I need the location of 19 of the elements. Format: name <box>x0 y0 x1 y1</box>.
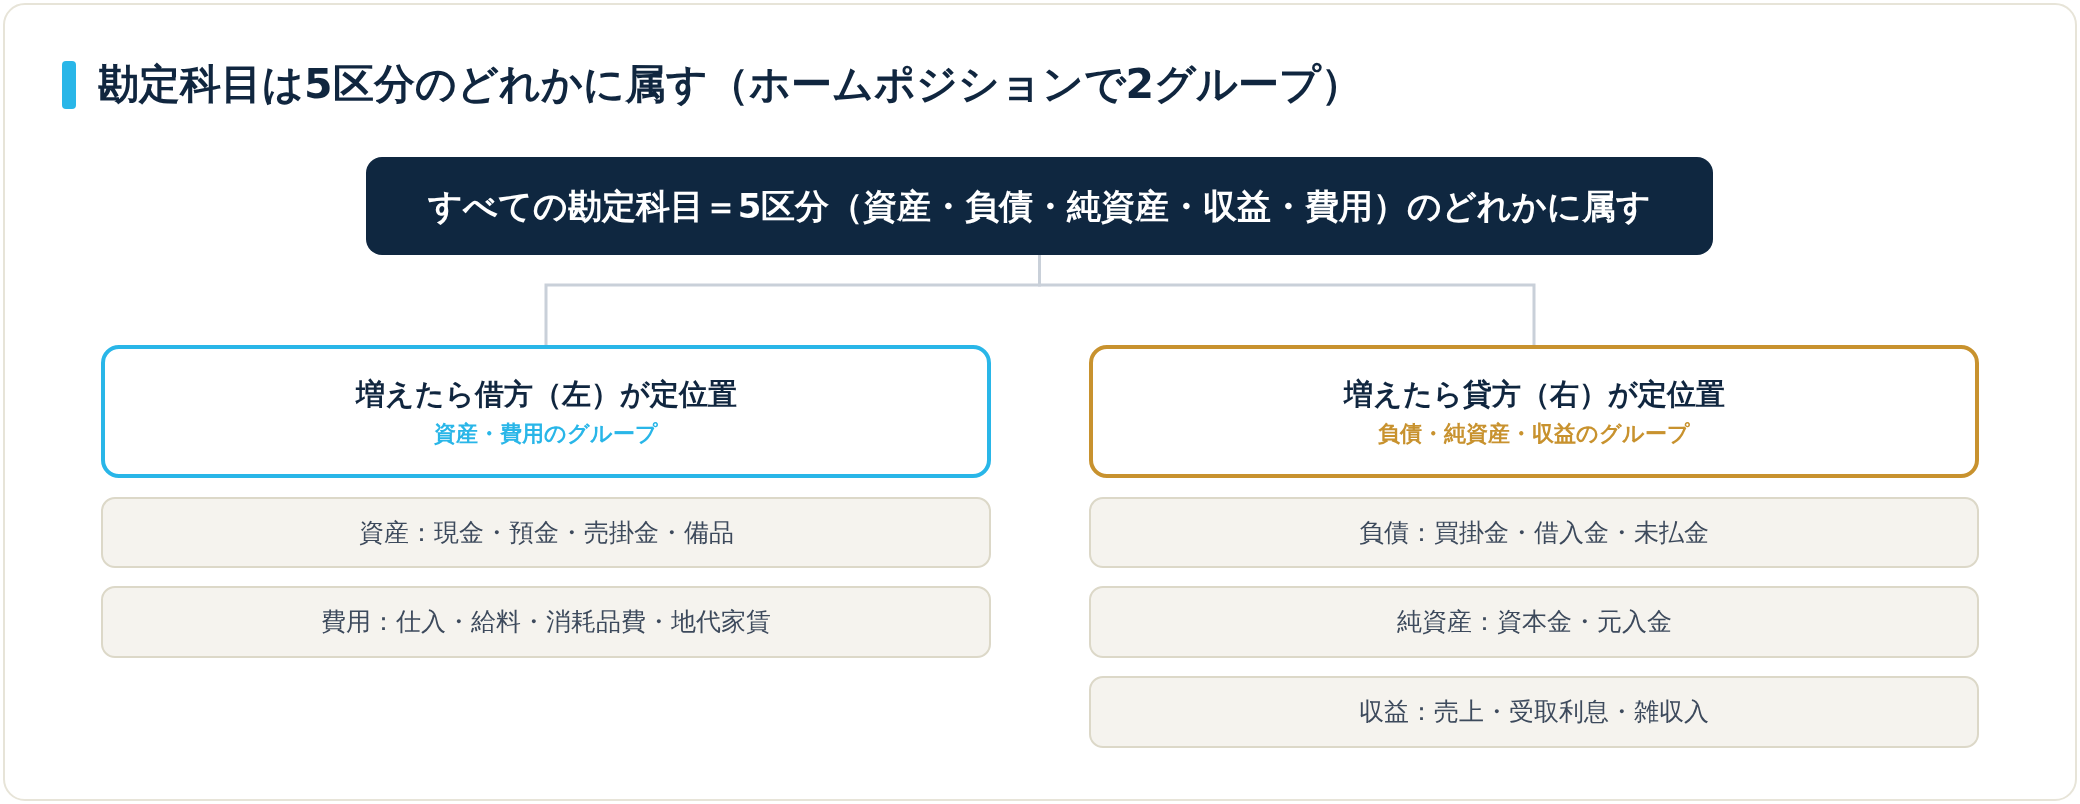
group-box <box>1089 345 1979 478</box>
group-heading: 増えたら借方（左）が定位置 <box>355 375 737 412</box>
account-list-box <box>1089 586 1979 658</box>
statement-box <box>366 157 1713 255</box>
account-list-text: 費用：仕入・給料・消耗品費・地代家賃 <box>321 606 771 638</box>
group-subtitle: 負債・純資産・収益のグループ <box>1378 419 1690 448</box>
group-box <box>101 345 991 478</box>
account-list-box <box>101 586 991 658</box>
account-list-text: 純資産：資本金・元入金 <box>1396 606 1672 638</box>
account-list-text: 資産：現金・預金・売掛金・備品 <box>358 516 734 549</box>
account-list-box <box>1089 497 1979 568</box>
account-list-text: 負債：買掛金・借入金・未払金 <box>1359 516 1709 549</box>
statement-text: すべての勘定科目＝5区分（資産・負債・純資産・収益・費用）のどれかに属す <box>427 184 1652 228</box>
page-title: 勘定科目は5区分のどれかに属す（ホームポジションで2グループ） <box>98 60 1363 110</box>
account-list-box <box>101 497 991 568</box>
account-list-box <box>1089 676 1979 748</box>
group-subtitle: 資産・費用のグループ <box>434 419 658 448</box>
account-list-text: 収益：売上・受取利息・雑収入 <box>1359 696 1709 728</box>
group-heading: 増えたら貸方（右）が定位置 <box>1343 375 1725 412</box>
